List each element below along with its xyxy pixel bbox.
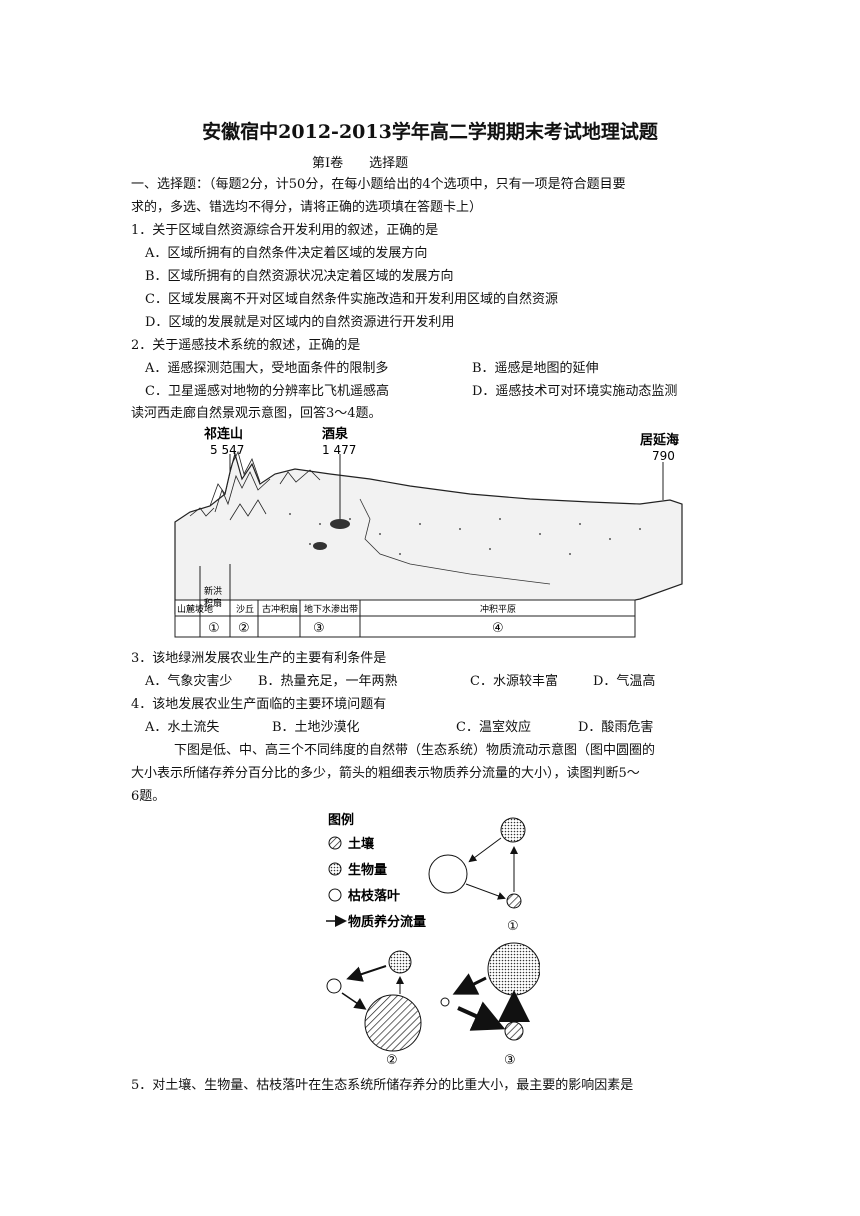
zone-number-3: ③ <box>313 621 325 636</box>
q5-stem: 5．对土壤、生物量、枯枝落叶在生态系统所储存养分的比重大小，最主要的影响因素是 <box>131 1078 634 1093</box>
legend-biomass-icon <box>328 862 342 876</box>
figure1-intro: 读河西走廊自然景观示意图，回答3～4题。 <box>131 406 382 421</box>
q2-stem: 2．关于遥感技术系统的叙述，正确的是 <box>131 338 361 353</box>
q4-option-d: D．酸雨危害 <box>578 720 654 735</box>
zone-label-4: 地下水渗出带 <box>304 603 358 615</box>
q2-option-b: B．遥感是地图的延伸 <box>472 361 599 376</box>
exam-title: 安徽宿中2012-2013学年高二学期期末考试地理试题 <box>202 121 658 143</box>
peak-elev-qilian: 5 547 <box>210 443 244 457</box>
system-label-1: ① <box>507 919 519 934</box>
q1-option-b: B．区域所拥有的自然资源状况决定着区域的发展方向 <box>145 269 454 284</box>
zone-number-4: ④ <box>492 621 504 636</box>
q3-option-c: C．水源较丰富 <box>470 674 558 689</box>
q1-stem: 1．关于区域自然资源综合开发利用的叙述，正确的是 <box>131 223 439 238</box>
q4-option-c: C．温室效应 <box>456 720 531 735</box>
q2-option-d: D．遥感技术可对环境实施动态监测 <box>472 384 678 399</box>
hexi-corridor-diagram: 祁连山 5 547 酒泉 1 477 居延海 790 山麓坡地 新洪 积扇 沙丘… <box>174 426 683 638</box>
figure2-intro-line3: 6题。 <box>131 789 166 804</box>
peak-elev-jiuquan: 1 477 <box>322 443 356 457</box>
q4-option-b: B．土地沙漠化 <box>272 720 360 735</box>
zone-label-0: 山麓坡地 <box>177 603 213 615</box>
q1-option-d: D．区域的发展就是对区域内的自然资源进行开发利用 <box>145 315 455 330</box>
q3-option-a: A．气象灾害少 <box>145 674 233 689</box>
figure2-intro-line1: 下图是低、中、高三个不同纬度的自然带（生态系统）物质流动示意图（图中圆圈的 <box>174 743 656 758</box>
legend-flow-label: 物质养分流量 <box>348 914 426 930</box>
q1-option-c: C．区域发展离不开对区域自然条件实施改造和开发利用区域的自然资源 <box>145 292 558 307</box>
legend-title: 图例 <box>328 812 354 828</box>
section-instructions-line2: 求的，多选、错选均不得分，请将正确的选项填在答题卡上） <box>131 200 483 215</box>
peak-label-qilian: 祁连山 <box>204 426 243 442</box>
q4-stem: 4．该地发展农业生产面临的主要环境问题有 <box>131 697 387 712</box>
q3-option-d: D．气温高 <box>593 674 656 689</box>
q2-option-c: C．卫星遥感对地物的分辨率比飞机遥感高 <box>145 384 389 399</box>
legend-litter-icon <box>328 888 342 902</box>
q2-option-a: A．遥感探测范围大，受地面条件的限制多 <box>145 361 389 376</box>
q3-stem: 3．该地绿洲发展农业生产的主要有利条件是 <box>131 651 387 666</box>
section-heading: 第Ⅰ卷 选择题 <box>312 156 409 171</box>
zone-number-1: ① <box>208 621 220 636</box>
nutrient-flow-diagram: 图例 土壤 生物量 枯枝落叶 物质养分流量 ① ② ③ <box>326 812 540 1068</box>
q4-option-a: A．水土流失 <box>145 720 220 735</box>
peak-elev-juyanhai: 790 <box>652 449 675 463</box>
legend-litter-label: 枯枝落叶 <box>348 888 400 904</box>
legend-soil-label: 土壤 <box>348 836 375 852</box>
zone-label-5: 冲积平原 <box>480 603 516 615</box>
system-label-2: ② <box>386 1053 398 1068</box>
zone-label-1b: 积扇 <box>204 597 222 609</box>
zone-number-2: ② <box>238 621 250 636</box>
zone-label-1a: 新洪 <box>204 585 222 597</box>
peak-label-jiuquan: 酒泉 <box>322 426 349 442</box>
section-instructions-line1: 一、选择题：（每题2分，计50分，在每小题给出的4个选项中，只有一项是符合题目要 <box>131 177 626 192</box>
system-label-3: ③ <box>504 1053 516 1068</box>
legend-soil-icon <box>328 836 342 850</box>
legend-biomass-label: 生物量 <box>348 862 387 878</box>
q3-option-b: B．热量充足，一年两熟 <box>258 674 398 689</box>
zone-label-2: 沙丘 <box>236 604 254 615</box>
peak-label-juyanhai: 居延海 <box>640 432 679 448</box>
figure2-intro-line2: 大小表示所储存养分百分比的多少，箭头的粗细表示物质养分流量的大小），读图判断5～ <box>131 766 640 781</box>
zone-label-3: 古冲积扇 <box>262 603 298 615</box>
q1-option-a: A．区域所拥有的自然条件决定着区域的发展方向 <box>145 246 428 261</box>
